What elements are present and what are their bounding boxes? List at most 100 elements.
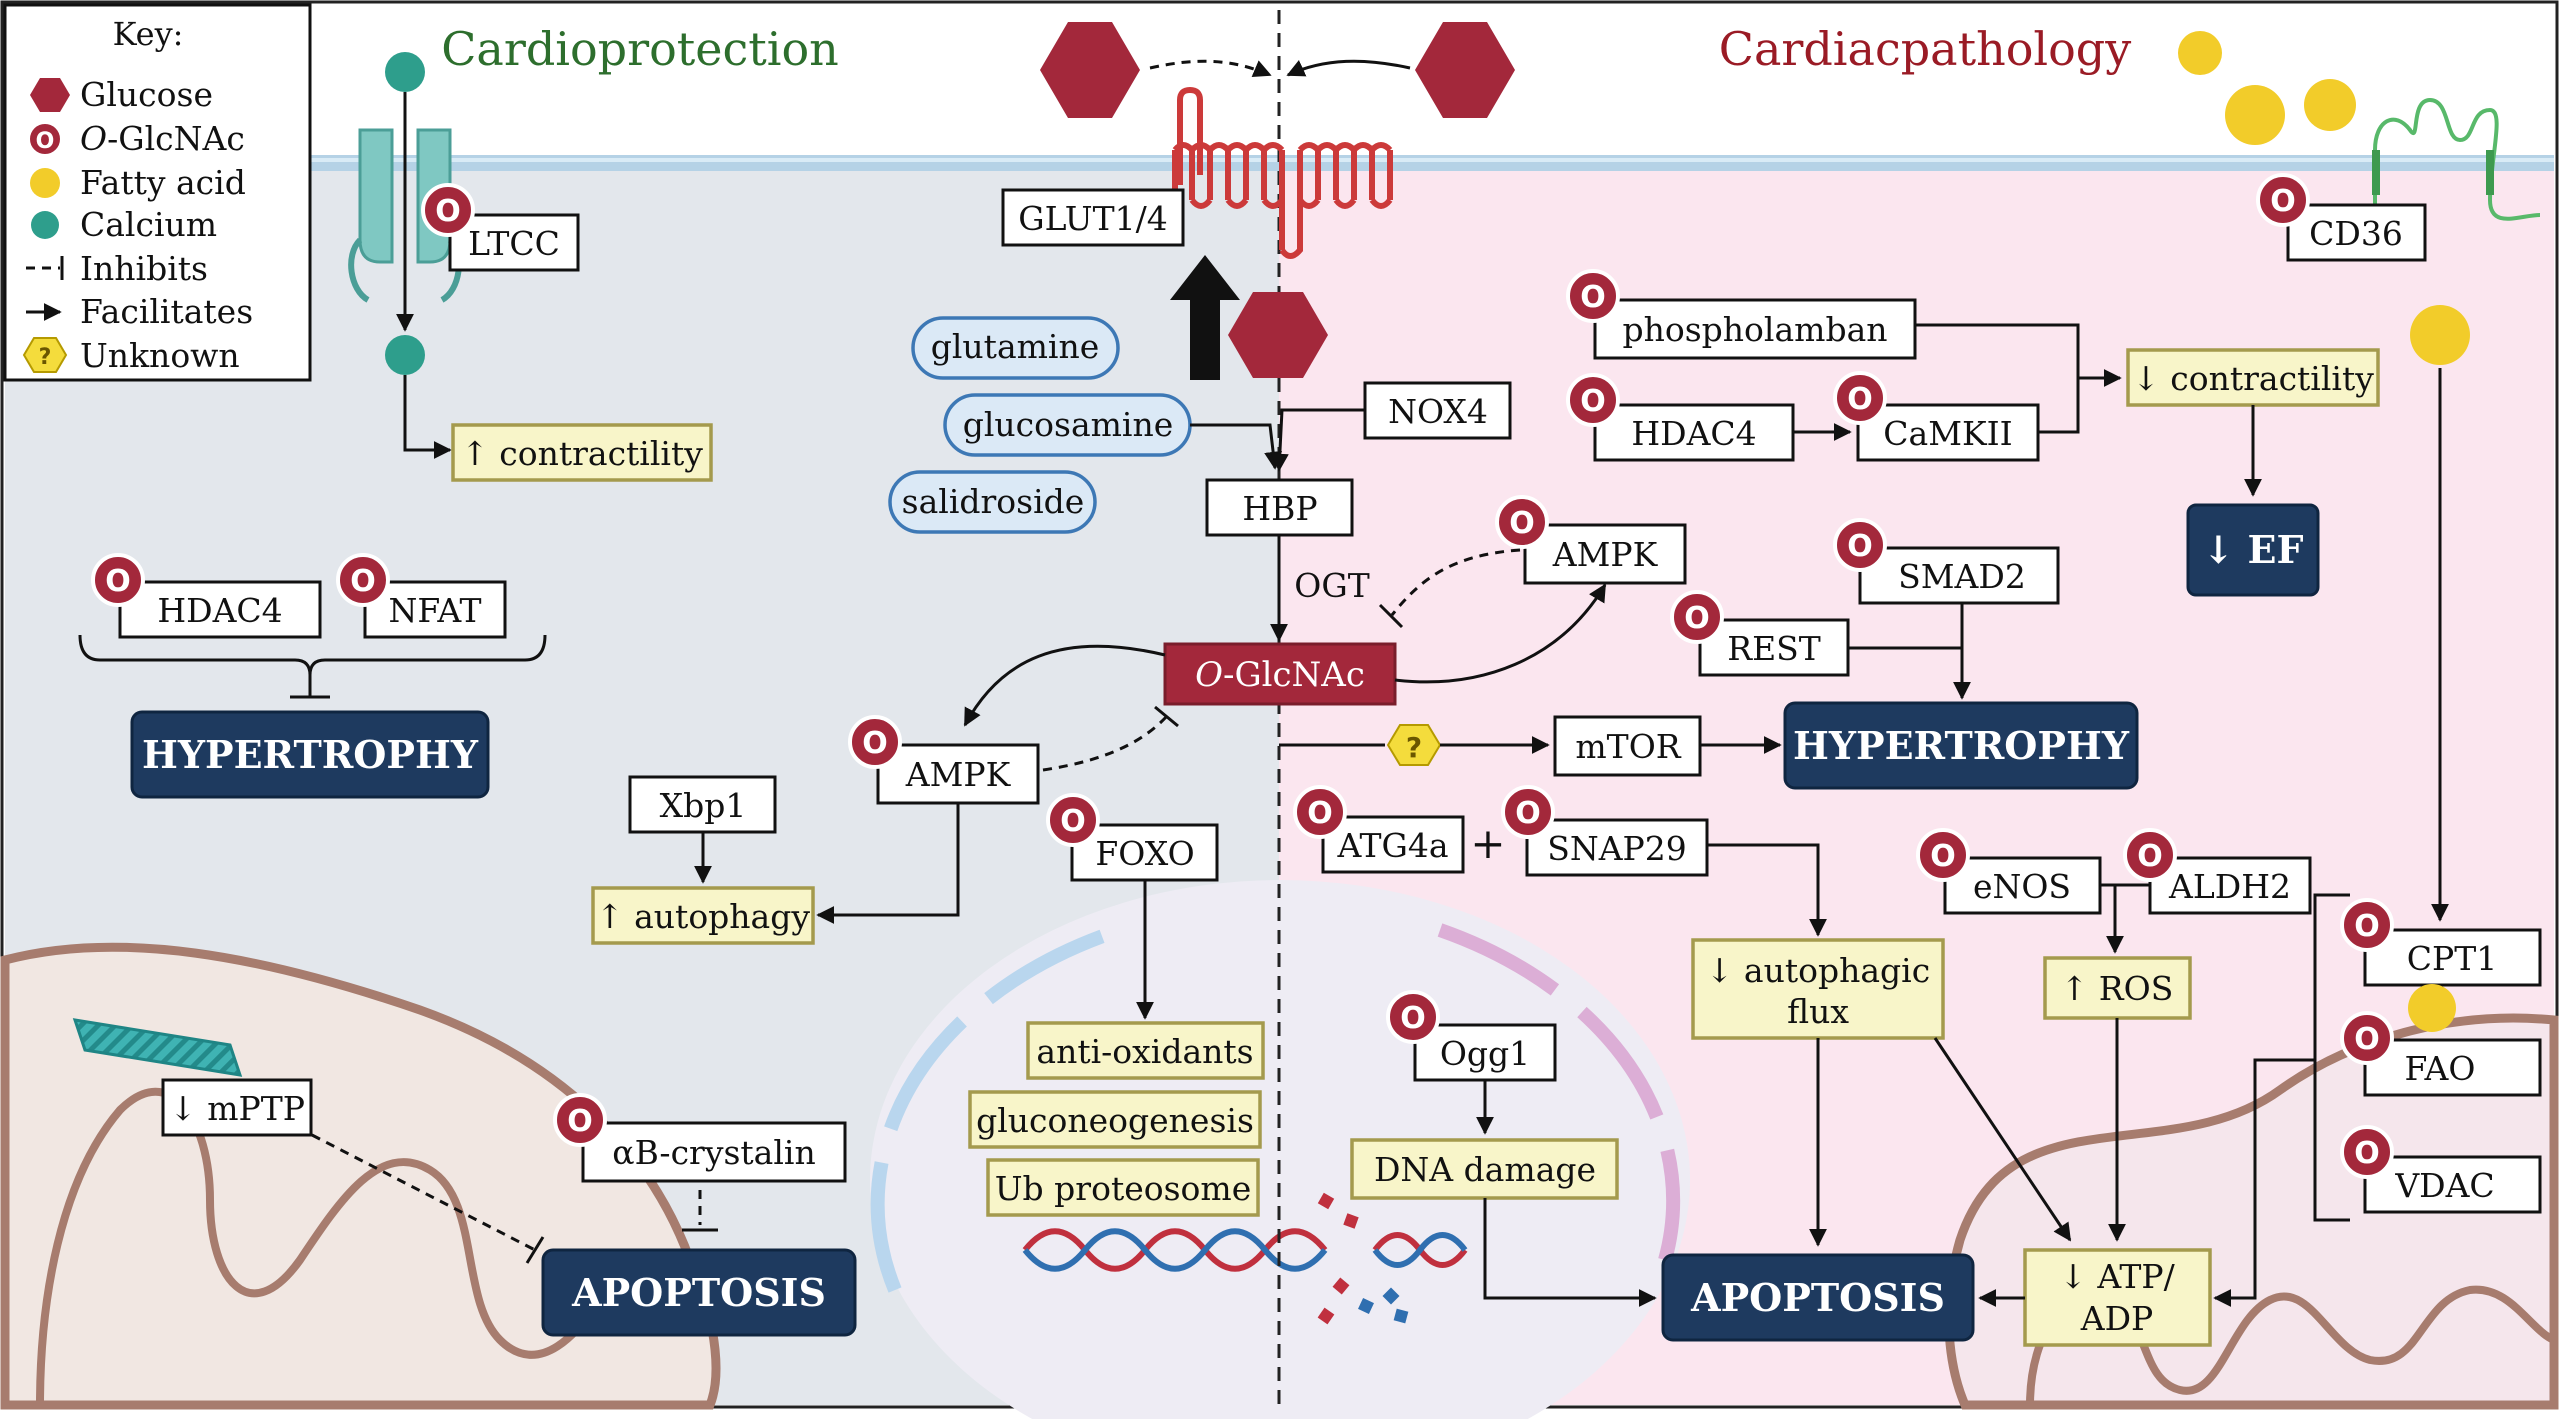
o-glcnac-badge [1566,373,1620,427]
glucose-icon [1228,292,1328,378]
hdac4-label-left: HDAC4 [157,591,282,630]
svg-text:O: O [567,1104,593,1139]
nfat-box [363,580,507,639]
mptp-channel-icon [72,1018,243,1077]
key-title: Key: [113,15,184,53]
atg4a-label: ATG4a [1336,826,1448,865]
ef-down-label: ↓ EF [2202,527,2303,572]
o-glcnac-badge [91,553,145,607]
salidroside-label: salidroside [902,482,1085,521]
atg4a-box [1321,815,1465,874]
svg-text:?: ? [39,345,52,370]
xbp1-box [628,775,777,834]
phospholamban-label: phospholamban [1623,310,1888,349]
o-glcnac-badge [421,183,475,237]
legend-key: Key: Glucose O O-GlcNAc Fatty acid Calci… [3,3,312,382]
mtor-box [1553,715,1702,777]
o-glcnac-badge [336,553,390,607]
key-label-facilitates: Facilitates [80,292,253,331]
fatty-acid-icon [2225,85,2285,145]
contractility-down-label: ↓ contractility [2132,359,2374,398]
svg-text:O: O [2354,909,2380,944]
smad2-box [1858,546,2060,605]
apoptosis-box-left [541,1248,857,1337]
salidroside-pill [888,470,1097,534]
o-glcnac-badge [848,715,902,769]
mptp-box [161,1078,313,1137]
o-glcnac-key-icon [26,120,64,158]
gluconeogenesis-box [968,1090,1262,1149]
glut-transporter-icon [1172,86,1393,259]
mtor-label: mTOR [1575,727,1681,766]
fatty-acid-icon [2178,31,2222,75]
glucose-key-icon [30,78,70,112]
cell-membrane [300,155,2554,171]
glucose-icon [1415,22,1515,118]
atp-adp-label-line2: ADP [2080,1299,2154,1338]
key-label-inhibits: Inhibits [80,249,208,288]
snap29-box [1525,818,1709,877]
ros-up-box [2043,956,2192,1020]
svg-text:O: O [2354,1136,2380,1171]
svg-text:O: O [1307,796,1333,831]
apoptosis-label-left: APOPTOSIS [571,1270,826,1315]
svg-text:O: O [1515,796,1541,831]
svg-text:O: O [1847,529,1873,564]
ampk-box-right [1523,523,1687,585]
heading-cardioprotection: Cardioprotection [441,22,839,76]
ogg1-label: Ogg1 [1440,1034,1530,1073]
o-glcnac-badge [553,1093,607,1147]
glut-box [1001,188,1185,247]
cpt1-box [2363,928,2542,987]
svg-text:O: O [1580,280,1606,315]
ampk-label-left: AMPK [905,755,1012,794]
fatty-acid-key-icon [30,168,60,198]
anti-oxidants-label: anti-oxidants [1036,1032,1253,1071]
o-glcnac-label: O-GlcNAc [1195,655,1365,695]
ab-crystalin-box [581,1121,847,1183]
glutamine-pill [911,316,1120,380]
o-glcnac-box [1163,642,1397,706]
snap29-label: SNAP29 [1547,829,1687,868]
cd36-box [2286,203,2427,262]
hdac4-box-left [118,580,322,639]
dna-damage-box [1350,1138,1619,1200]
plus-sign: + [1470,819,1505,868]
vdac-label: VDAC [2394,1166,2494,1205]
calcium-key-icon [31,211,59,239]
enos-box [1943,856,2102,915]
svg-text:O: O [2270,184,2296,219]
calcium-icon [385,335,425,375]
ros-up-label: ↑ ROS [2061,969,2174,1008]
contractility-down-box [2126,348,2380,407]
left-pathways: LTCC O ↑ contractility HDAC4 O NFAT O HY… [72,52,1265,1337]
dna-damage-label: DNA damage [1374,1150,1596,1189]
cpt1-label: CPT1 [2407,939,2497,978]
glucosamine-label: glucosamine [963,405,1174,444]
gluconeogenesis-label: gluconeogenesis [976,1101,1254,1140]
svg-text:O: O [1060,804,1086,839]
ogg1-box [1413,1023,1557,1082]
ef-down-box [2186,503,2320,597]
fatty-acid-icon [2410,305,2470,365]
vdac-box [2363,1155,2542,1214]
glucose-icon [1040,22,1140,118]
ltcc-box [448,213,580,272]
fatty-acid-icon [2408,984,2456,1032]
o-glcnac-badge [1670,590,1724,644]
phospholamban-box [1593,298,1917,360]
atp-adp-label-line1: ↓ ATP/ [2059,1257,2175,1296]
glutamine-label: glutamine [931,327,1100,366]
o-glcnac-badge [1833,371,1887,425]
calcium-icon [385,52,425,92]
cd36-receptor-icon [2373,97,2541,221]
autophagic-flux-box [1691,938,1945,1040]
upregulation-arrow-icon [1170,255,1240,380]
glut-label: GLUT1/4 [1018,199,1167,238]
foxo-box [1070,823,1219,882]
heading-cardiacpathology: Cardiacpathology [1719,22,2131,76]
o-glcnac-badge [2123,828,2177,882]
o-glcnac-badge [1495,495,1549,549]
o-glcnac-badge [1046,793,1100,847]
right-pathways: CD36 O phospholamban O HDAC4 O CaMKII O … [1279,31,2542,1347]
